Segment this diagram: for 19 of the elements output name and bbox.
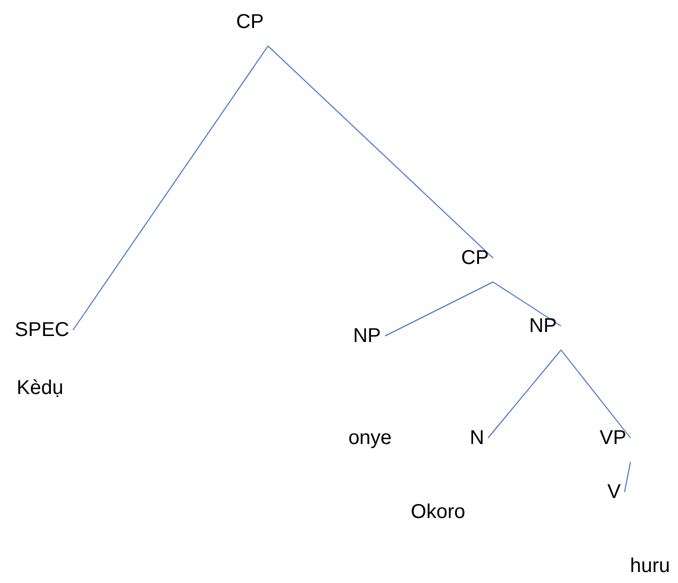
word-label: onye [348,426,392,450]
tree-node-label: V [603,480,625,504]
tree-branch [268,46,494,258]
tree-branch [624,462,631,492]
word-label: huru [630,554,670,578]
tree-branch [72,46,268,330]
tree-node-label: NP [525,314,561,338]
tree-branch [384,282,494,336]
tree-node-label: VP [596,426,630,450]
word-label: Kèdụ [16,376,64,400]
tree-branch [492,282,562,326]
tree-node-label: CP [457,246,493,270]
tree-node-label: CP [232,10,268,34]
tree-node-label: N [466,426,488,450]
tree-node-label: SPEC [10,318,74,342]
word-label: Okoro [410,500,466,524]
tree-node-label: NP [349,324,385,348]
tree-branch [560,350,631,438]
tree-branch [488,350,562,438]
